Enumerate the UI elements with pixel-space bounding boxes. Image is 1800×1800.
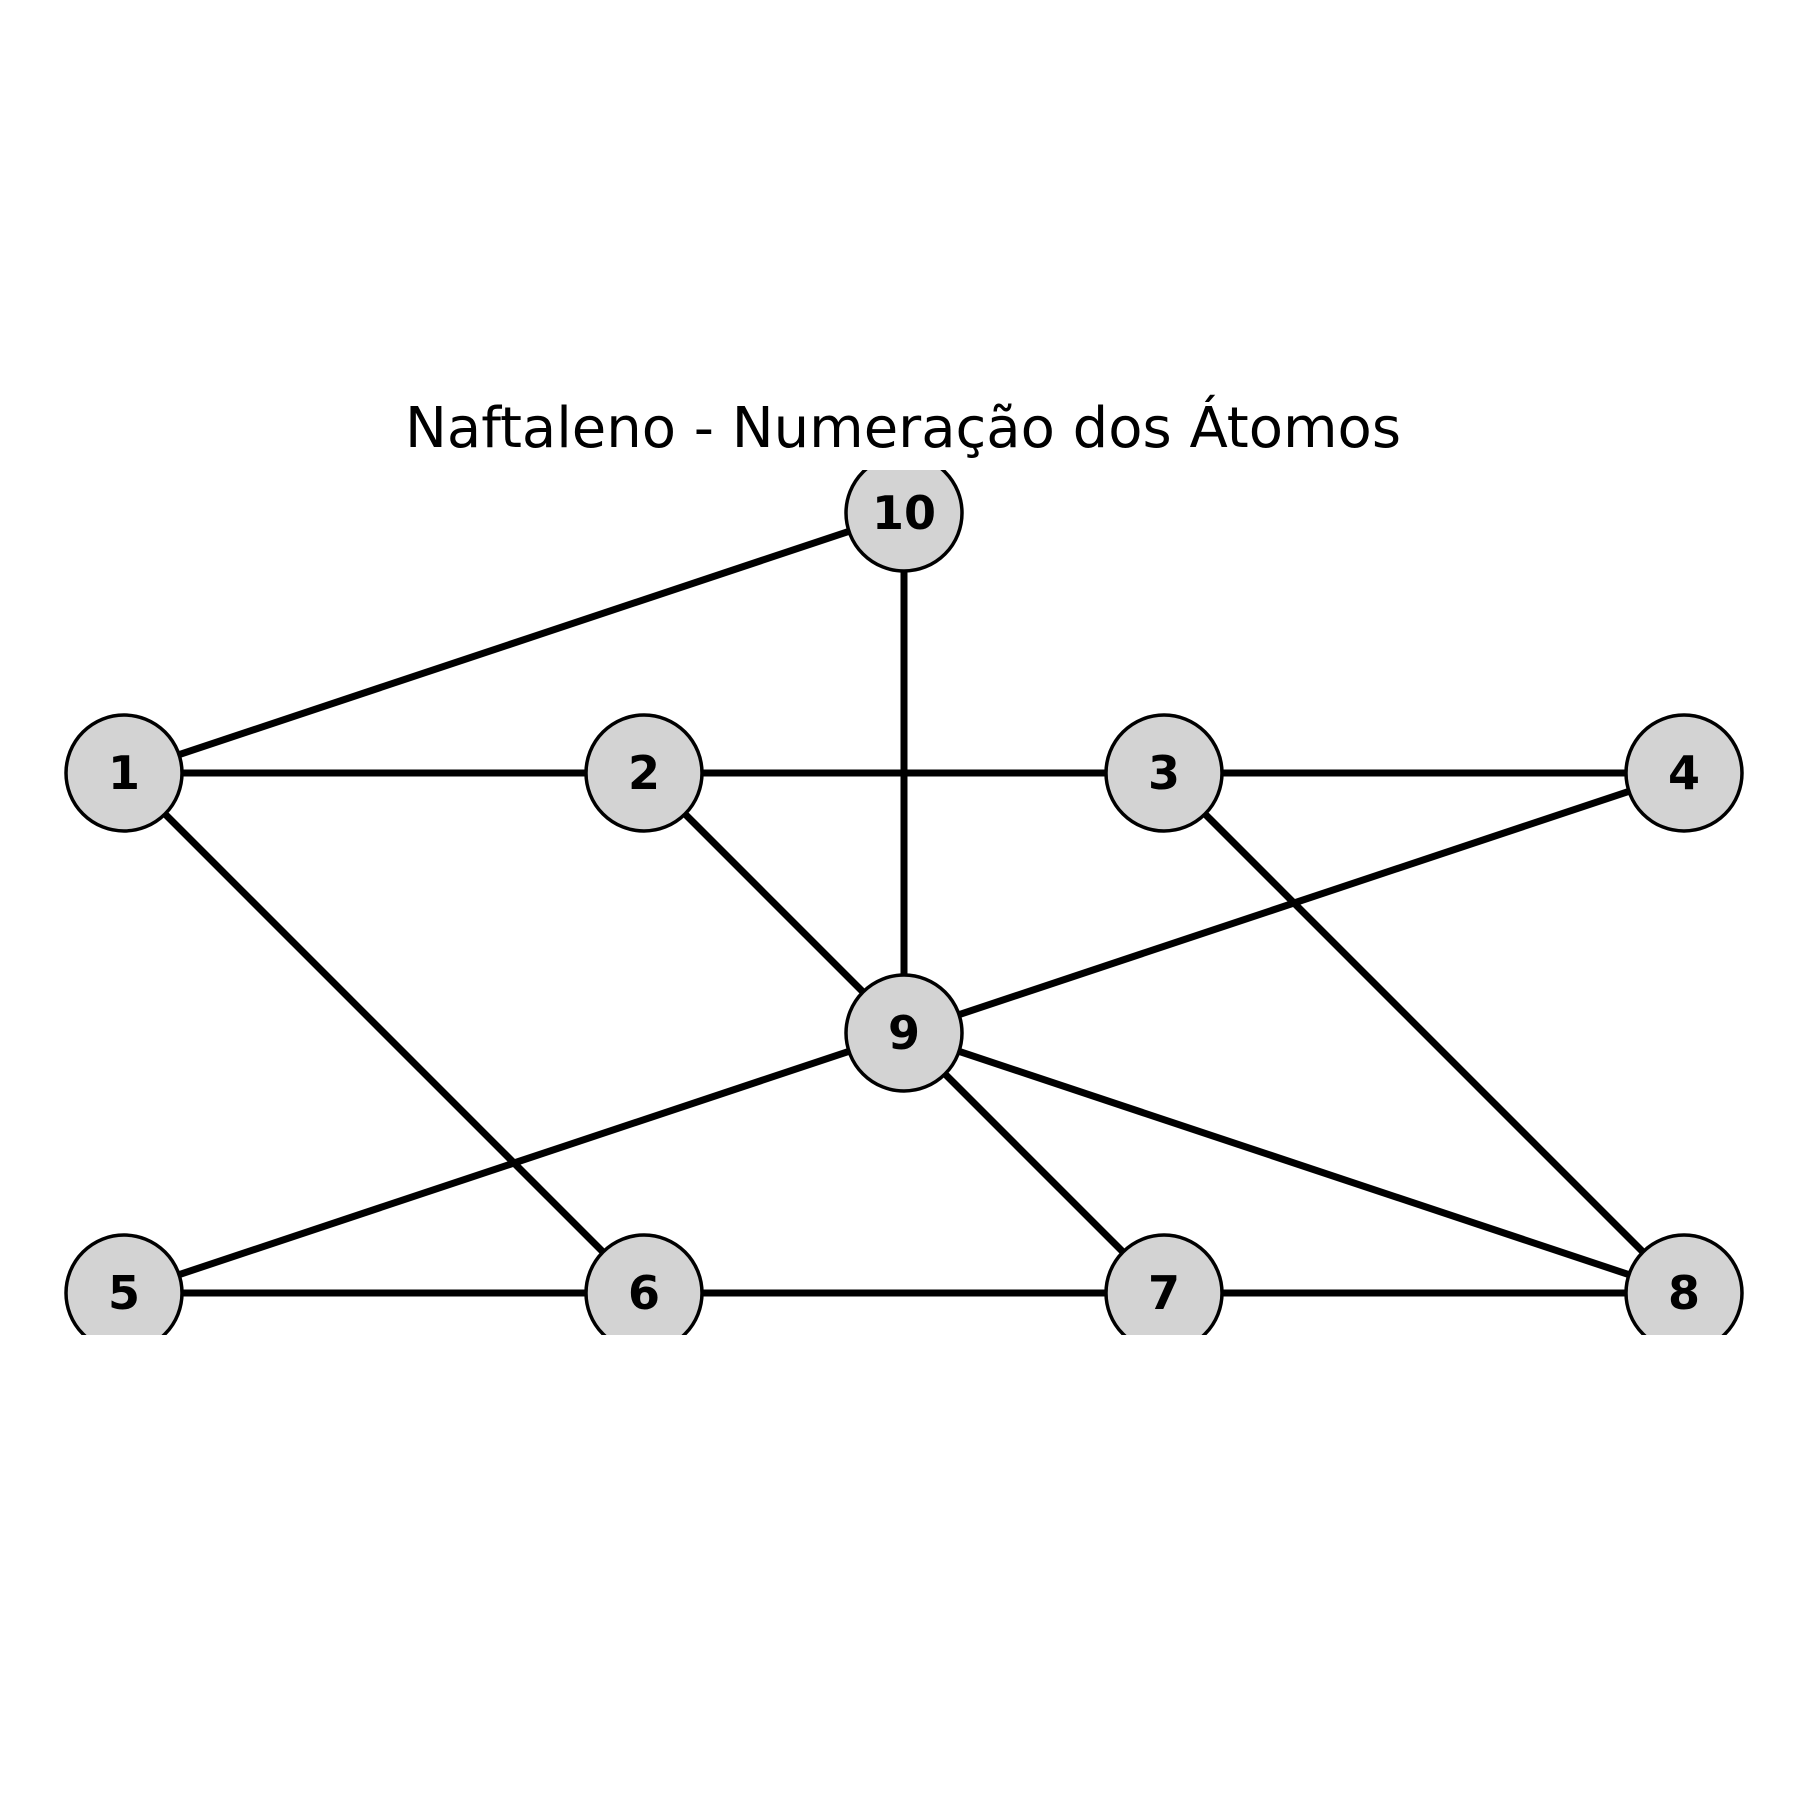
- atom-circle: [1104, 713, 1224, 833]
- atom-node-8: 8: [1624, 1233, 1744, 1335]
- atom-node-2: 2: [584, 713, 704, 833]
- atom-label: 3: [1148, 746, 1180, 800]
- atom-nodes: 1 2 3 4 5 6 7 8 9 10: [64, 470, 1744, 1335]
- atom-circle: [64, 713, 184, 833]
- atom-label: 7: [1148, 1266, 1180, 1320]
- atom-node-7: 7: [1104, 1233, 1224, 1335]
- bond-edge-7-9: [901, 1030, 1167, 1296]
- bond-edges: [121, 509, 1687, 1297]
- atom-label: 8: [1668, 1266, 1700, 1320]
- atom-circle: [1624, 1233, 1744, 1335]
- atom-circle: [1104, 1233, 1224, 1335]
- bond-edge-3-8: [1161, 770, 1687, 1296]
- atom-circle: [1624, 713, 1744, 833]
- atom-circle: [584, 713, 704, 833]
- atom-node-10: 10: [844, 470, 964, 573]
- atom-circle: [844, 973, 964, 1093]
- atom-node-4: 4: [1624, 713, 1744, 833]
- atom-label: 9: [888, 1006, 920, 1060]
- atom-label: 1: [108, 746, 140, 800]
- bond-edge-1-6: [121, 770, 647, 1296]
- atom-node-9: 9: [844, 973, 964, 1093]
- atom-circle: [844, 470, 964, 573]
- bond-edge-2-9: [641, 770, 907, 1036]
- bond-edge-1-10: [122, 509, 906, 777]
- atom-node-5: 5: [64, 1233, 184, 1335]
- atom-circle: [64, 1233, 184, 1335]
- atom-node-6: 6: [584, 1233, 704, 1335]
- atom-label: 10: [872, 486, 936, 540]
- graph-plot-area: 1 2 3 4 5 6 7 8 9 10: [64, 470, 1744, 1335]
- diagram-title: Naftaleno - Numeração dos Átomos: [405, 396, 1401, 461]
- atom-label: 5: [108, 1266, 140, 1320]
- atom-label: 2: [628, 746, 660, 800]
- atom-label: 6: [628, 1266, 660, 1320]
- atom-label: 4: [1668, 746, 1700, 800]
- atom-node-1: 1: [64, 713, 184, 833]
- bond-edge-8-9: [902, 1029, 1686, 1297]
- bond-edge-5-9: [122, 1029, 906, 1297]
- bond-edge-4-9: [902, 769, 1686, 1037]
- atom-node-3: 3: [1104, 713, 1224, 833]
- atom-circle: [584, 1233, 704, 1335]
